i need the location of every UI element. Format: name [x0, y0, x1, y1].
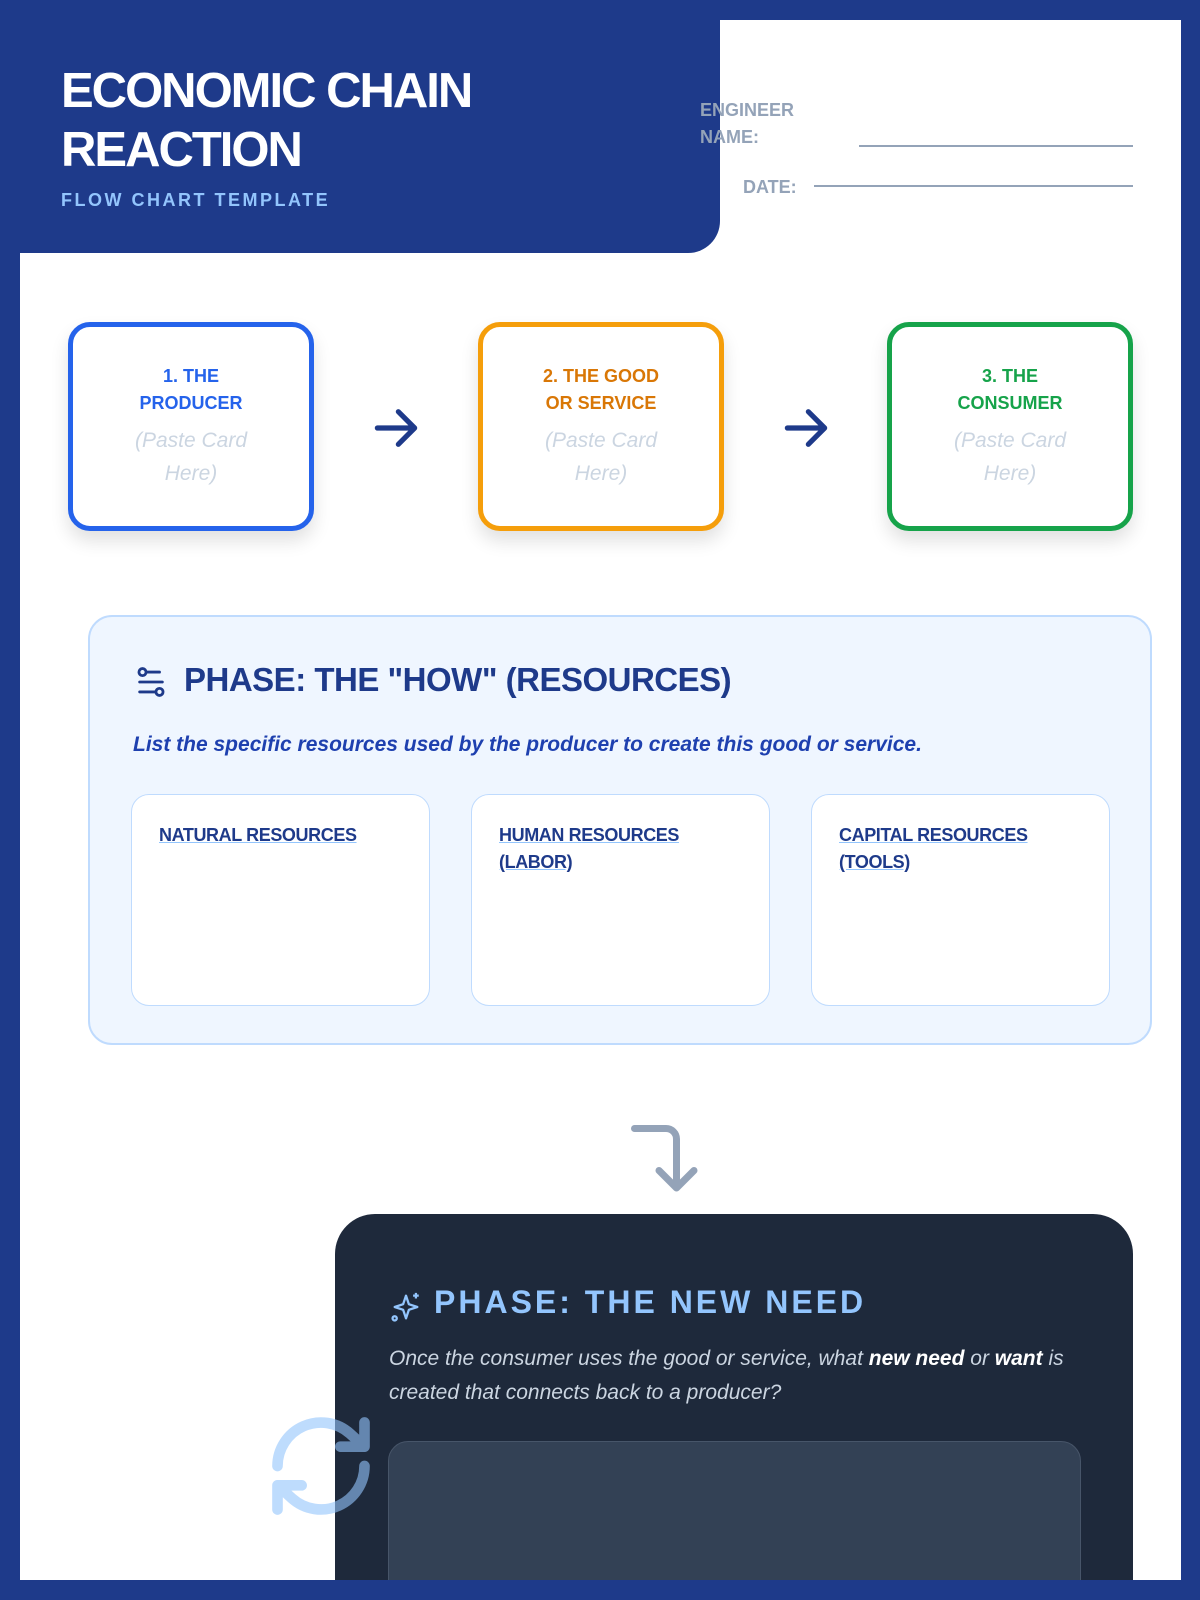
- box-label: NATURAL RESOURCES: [159, 825, 357, 845]
- natural-resources-box[interactable]: NATURAL RESOURCES: [131, 794, 430, 1006]
- refresh-cycle-icon: [272, 1417, 370, 1515]
- resources-section: PHASE: THE "HOW" (RESOURCES) List the sp…: [88, 615, 1152, 1045]
- new-need-answer-field[interactable]: [388, 1441, 1081, 1580]
- box-label: (TOOLS): [839, 852, 910, 872]
- worksheet-page: ECONOMIC CHAIN REACTION FLOW CHART TEMPL…: [20, 20, 1181, 1580]
- arrow-right-icon: [784, 409, 828, 447]
- route-icon: [137, 667, 165, 697]
- new-need-heading: PHASE: THE NEW NEED: [434, 1284, 867, 1320]
- header-banner: ECONOMIC CHAIN REACTION FLOW CHART TEMPL…: [20, 20, 720, 253]
- new-need-prompt: Once the consumer uses the good or servi…: [389, 1347, 1064, 1404]
- corner-down-right-arrow-icon: [631, 1125, 698, 1192]
- capital-resources-box[interactable]: CAPITAL RESOURCES (TOOLS): [811, 794, 1110, 1006]
- page-subtitle: FLOW CHART TEMPLATE: [61, 190, 331, 210]
- new-need-section: PHASE: THE NEW NEED Once the consumer us…: [335, 1214, 1133, 1580]
- date-field[interactable]: [814, 185, 1133, 187]
- page-title: ECONOMIC CHAIN REACTION: [61, 64, 473, 177]
- resources-instructions: List the specific resources used by the …: [133, 733, 922, 756]
- box-label: HUMAN RESOURCES: [499, 825, 680, 845]
- box-label: CAPITAL RESOURCES: [839, 825, 1028, 845]
- human-resources-box[interactable]: HUMAN RESOURCES (LABOR): [471, 794, 770, 1006]
- resources-heading: PHASE: THE "HOW" (RESOURCES): [184, 661, 732, 698]
- sparkles-icon: [391, 1292, 419, 1322]
- date-label: DATE:: [743, 177, 797, 197]
- arrow-right-icon: [374, 409, 418, 447]
- box-label: (LABOR): [499, 852, 573, 872]
- engineer-name-field[interactable]: [859, 145, 1133, 147]
